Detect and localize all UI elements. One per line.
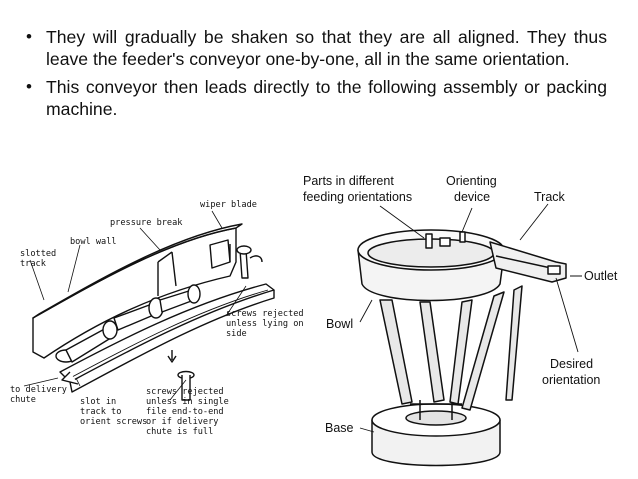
label-slot-1: slot in (80, 397, 116, 407)
feeder-diagram (357, 203, 582, 467)
rejection-arrow (249, 255, 263, 263)
label-base: Base (325, 421, 354, 435)
track-ledge-front (69, 290, 275, 393)
label-rejected-1: screws rejected (226, 309, 304, 319)
bullet-dot: • (26, 77, 32, 96)
bowl-wall-top (32, 223, 243, 319)
outlet-parts (547, 265, 561, 275)
support-leg (449, 299, 473, 405)
label-bowl: Bowl (326, 317, 353, 331)
pressure-break (157, 251, 177, 296)
label-track: Track (534, 190, 566, 204)
loose-screw (167, 350, 195, 401)
screws (55, 245, 252, 385)
leader-lines (359, 203, 582, 433)
label-single-4: or if delivery (146, 417, 218, 427)
label-orienting-1: Orienting (446, 174, 497, 188)
part (439, 237, 451, 247)
label-pressure-break: pressure break (110, 218, 183, 228)
bullet-item: • They will gradually be shaken so that t… (22, 26, 607, 70)
label-single-1: screws rejected (146, 387, 224, 397)
support-leg (461, 291, 505, 411)
bullet-item: • This conveyor then leads directly to th… (22, 76, 607, 120)
support-leg (505, 285, 523, 401)
bullet-text: They will gradually be shaken so that th… (46, 27, 607, 69)
label-single-5: chute is full (146, 427, 213, 437)
label-rejected-2: unless lying on (226, 319, 304, 329)
label-track: track (20, 259, 47, 269)
label-delivery-2: chute (10, 395, 36, 405)
bullet-list: • They will gradually be shaken so that t… (22, 26, 607, 126)
bullet-dot: • (26, 27, 32, 46)
track (489, 241, 567, 283)
label-parts-2: feeding orientations (303, 190, 412, 204)
label-slotted: slotted (20, 249, 56, 259)
label-delivery-1: to delivery (10, 385, 67, 395)
part (425, 233, 433, 249)
label-outlet: Outlet (584, 269, 618, 283)
part (459, 231, 466, 243)
label-slot-3: orient screws (80, 417, 147, 427)
label-single-3: file end-to-end (146, 407, 224, 417)
label-rejected-3: side (226, 329, 247, 339)
label-wiper-blade: wiper blade (200, 200, 257, 210)
label-parts-1: Parts in different (303, 174, 394, 188)
bullet-text: This conveyor then leads directly to the… (46, 77, 607, 119)
right-labels: Parts in different feeding orientations … (303, 174, 618, 435)
track-ledge (59, 283, 275, 383)
track-diagram (23, 210, 275, 401)
left-labels: wiper blade pressure break bowl wall slo… (10, 200, 304, 437)
support-leg (379, 299, 413, 405)
leader-lines (23, 210, 247, 401)
track-slot (71, 289, 269, 378)
label-single-2: unless in single (146, 397, 229, 407)
label-desired-2: orientation (542, 373, 600, 387)
support-leg (419, 301, 445, 403)
label-desired-1: Desired (550, 357, 593, 371)
label-orienting-2: device (454, 190, 490, 204)
label-bowl-wall: bowl wall (70, 237, 117, 247)
label-slot-2: track to (80, 407, 121, 417)
